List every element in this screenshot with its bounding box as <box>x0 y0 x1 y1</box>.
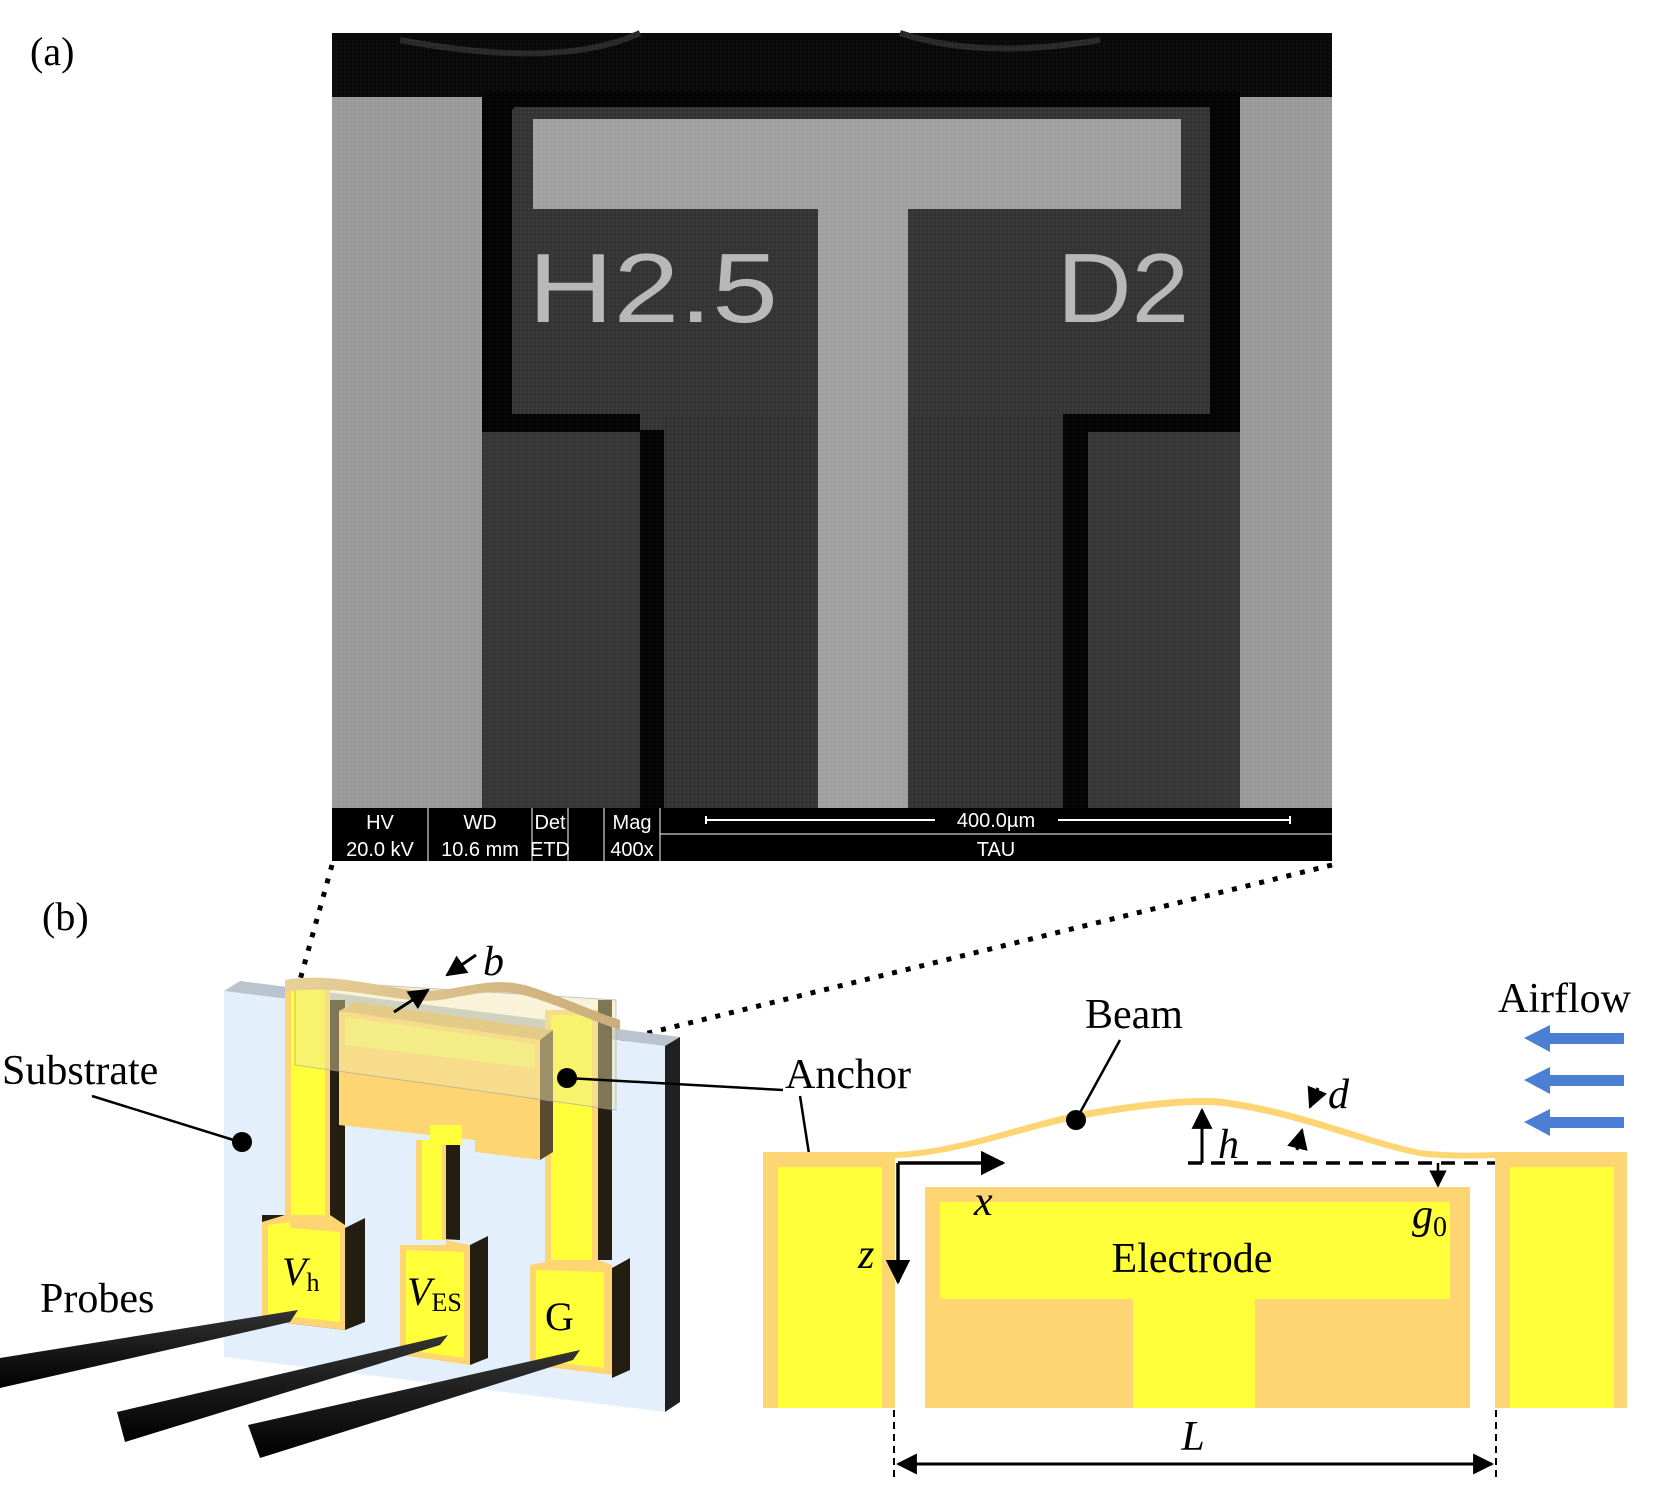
beam-curve <box>895 1098 1495 1159</box>
airflow-arrow-icon <box>1524 1067 1624 1094</box>
info-value-wd: 10.6 mm <box>441 839 519 861</box>
airflow-arrows <box>1524 1025 1624 1136</box>
probe-3 <box>248 1350 580 1458</box>
panel-b-label: (b) <box>42 894 89 939</box>
beam-leader <box>1074 1039 1122 1121</box>
info-header-det: Det <box>534 812 566 834</box>
x-label: x <box>973 1179 993 1225</box>
institution-label: TAU <box>977 839 1016 861</box>
b-arrow-top <box>445 953 477 977</box>
sem-micrograph: H2.5 D2 <box>332 30 1332 808</box>
info-value-mag: 400x <box>610 839 653 861</box>
beam-label: Beam <box>1085 992 1183 1038</box>
info-value-hv: 20.0 kV <box>346 839 414 861</box>
z-label: z <box>857 1232 874 1278</box>
cross-section-view: h d g0 x z Electrode L Beam Airflow <box>763 976 1632 1478</box>
info-value-det: ETD <box>530 839 570 861</box>
h-label: h <box>1218 1122 1239 1168</box>
substrate-leader <box>91 1094 241 1144</box>
info-header-hv: HV <box>366 812 394 834</box>
sem-label-d: D2 <box>1057 233 1189 343</box>
anchor-leader-3d <box>566 1076 784 1092</box>
scale-bar-label: 400.0µm <box>957 810 1035 832</box>
sem-label-h: H2.5 <box>528 233 778 343</box>
beam-3d <box>285 977 620 1030</box>
airflow-label: Airflow <box>1498 976 1632 1022</box>
substrate-label: Substrate <box>2 1048 158 1094</box>
airflow-arrow-icon <box>1524 1025 1624 1052</box>
probe-2 <box>117 1335 448 1442</box>
b-label: b <box>483 939 504 985</box>
g0-label: g0 <box>1412 1192 1447 1243</box>
pad-label-vh: Vh <box>282 1249 319 1297</box>
pad-label-g: G <box>545 1294 574 1339</box>
d-arrow-bottom <box>1287 1127 1308 1151</box>
d-label: d <box>1328 1072 1350 1118</box>
b-arrow-bottom <box>393 988 430 1014</box>
panel-a-label: (a) <box>30 29 74 74</box>
pad-label-ves: VES <box>407 1269 462 1317</box>
L-label: L <box>1180 1414 1204 1460</box>
zoom-line-left <box>297 864 335 981</box>
anchor-label: Anchor <box>785 1052 911 1098</box>
probe-1 <box>0 1310 298 1388</box>
zoom-line-right <box>619 862 1333 1043</box>
d-arrow-top <box>1307 1085 1328 1109</box>
info-header-wd: WD <box>463 812 496 834</box>
substrate-dot <box>232 1132 252 1152</box>
sem-info-bar: HV WD Det Mag 20.0 kV 10.6 mm ETD 400x 4… <box>332 808 1332 861</box>
device-3d-view: b Vh VES G <box>0 939 680 1458</box>
info-header-mag: Mag <box>613 812 652 834</box>
probes-label: Probes <box>40 1276 154 1322</box>
airflow-arrow-icon <box>1524 1109 1624 1136</box>
electrode-label: Electrode <box>1112 1236 1273 1282</box>
